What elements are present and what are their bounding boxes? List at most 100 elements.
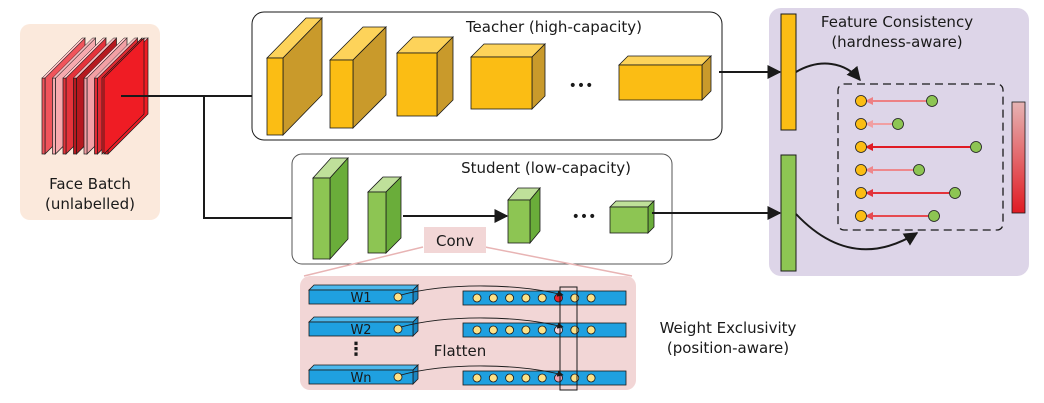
flatten-mapping-arrow [400, 317, 564, 329]
student-layer-1 [312, 156, 349, 261]
weight-kernel-w1 [308, 284, 419, 305]
pull-arrowhead [865, 120, 873, 128]
weight-kernel-wn [308, 364, 419, 385]
flattened-element [488, 325, 498, 335]
zoom-line-left [303, 246, 424, 277]
kernel-point [393, 372, 403, 382]
teacher-layers [266, 17, 712, 136]
kernel-point [393, 292, 403, 302]
student-network-panel: Student (low-capacity) ••• [291, 153, 673, 265]
flattened-element [537, 373, 547, 383]
teacher-layer-3-front [396, 52, 438, 117]
zoom-line-right [484, 246, 633, 277]
flatten-mapping-arrow [400, 285, 564, 297]
feature-consistency-background [769, 8, 1029, 276]
teacher-layer-1 [266, 17, 323, 136]
teacher-layer-2 [329, 26, 387, 129]
feature-consistency-subtitle: (hardness-aware) [831, 33, 962, 51]
feature-pair [855, 210, 940, 222]
input-to-student-arrow [203, 96, 313, 225]
student-feature-point [913, 164, 925, 176]
flattened-element [586, 325, 596, 335]
pull-arrowhead [865, 143, 873, 151]
student-feature-point [928, 210, 940, 222]
student-layer-1-front [312, 177, 331, 260]
flattened-element [521, 373, 531, 383]
weight-kernel-w2-top [308, 316, 419, 323]
teacher-feature-point [855, 95, 867, 107]
flattened-element [586, 293, 596, 303]
teacher-layer-4 [470, 43, 546, 110]
weight-kernel-w1-front [308, 289, 414, 305]
flattened-element [521, 293, 531, 303]
weight-kernel-w1-top [308, 284, 419, 291]
feature-pair [855, 95, 938, 107]
weight-kernel-label: W2 [350, 323, 371, 338]
feature-consistency-title: Feature Consistency [821, 13, 973, 31]
embedding-space-box [837, 83, 1004, 231]
teacher-feature-point [855, 164, 867, 176]
flattened-element [505, 293, 515, 303]
flattened-element [505, 373, 515, 383]
hardness-colorbar [1011, 101, 1026, 214]
flattened-element [488, 293, 498, 303]
flattened-element [570, 293, 580, 303]
weight-kernel-label: W1 [350, 291, 371, 306]
teacher-feature-point [855, 141, 867, 153]
weight-exclusivity-title: Weight Exclusivity [660, 319, 797, 337]
weight-kernel-wn-front [308, 369, 414, 385]
teacher-layer-5 [618, 55, 712, 101]
student-layer-2-front [367, 191, 387, 254]
student-layer-2 [367, 176, 402, 254]
face-slices-stack [41, 37, 149, 155]
student-layer-4-top [609, 200, 655, 208]
conv-label-box [424, 227, 486, 253]
student-layer-4-front [609, 206, 649, 234]
face-batch-title: Face Batch [49, 175, 131, 193]
weights-vdots: ⋮ [347, 339, 365, 360]
flattened-element [488, 373, 498, 383]
teacher-feature-point [855, 118, 867, 130]
feature-pairs [855, 95, 982, 222]
flattened-highlight-element [554, 373, 563, 383]
teacher-layer-1-front [266, 57, 284, 136]
flattened-element [472, 325, 482, 335]
feature-pair [855, 118, 904, 130]
teacher-network-panel: Teacher (high-capacity) ••• [251, 11, 723, 141]
student-feature-point [926, 95, 938, 107]
teacher-feature-point [855, 210, 867, 222]
flatten-mapping-arrow [400, 365, 564, 377]
flattened-element [472, 373, 482, 383]
kernel-point [393, 324, 403, 334]
flattened-element [472, 293, 482, 303]
pull-arrowhead [865, 189, 873, 197]
feature-consistency-panel: Feature Consistency (hardness-aware) [652, 8, 1029, 276]
teacher-layer-5-top [618, 55, 712, 66]
pull-arrowhead [865, 166, 873, 174]
feature-pair [855, 187, 961, 199]
student-ellipsis: ••• [572, 209, 597, 225]
teacher-feature-vector [780, 13, 797, 131]
weight-kernel-wn-top [308, 364, 419, 371]
flattened-element [537, 325, 547, 335]
face-batch-subtitle: (unlabelled) [45, 195, 135, 213]
flattened-element [570, 325, 580, 335]
position-highlight-box [559, 286, 578, 391]
weight-kernel-w2 [308, 316, 419, 337]
teacher-title: Teacher (high-capacity) [465, 18, 642, 36]
student-layer-3 [507, 186, 541, 245]
pull-arrowhead [865, 212, 873, 220]
teacher-feature-point [855, 187, 867, 199]
student-feature-point [970, 141, 982, 153]
teacher-ellipsis: ••• [569, 78, 594, 94]
weight-exclusivity-subtitle: (position-aware) [667, 339, 789, 357]
flattened-element [586, 373, 596, 383]
face-batch-panel: Face Batch (unlabelled) [20, 24, 160, 220]
student-feature-point [892, 118, 904, 130]
teacher-layer-5-front [618, 64, 703, 101]
flattened-highlight-element [554, 325, 563, 335]
feature-pair [855, 141, 982, 153]
